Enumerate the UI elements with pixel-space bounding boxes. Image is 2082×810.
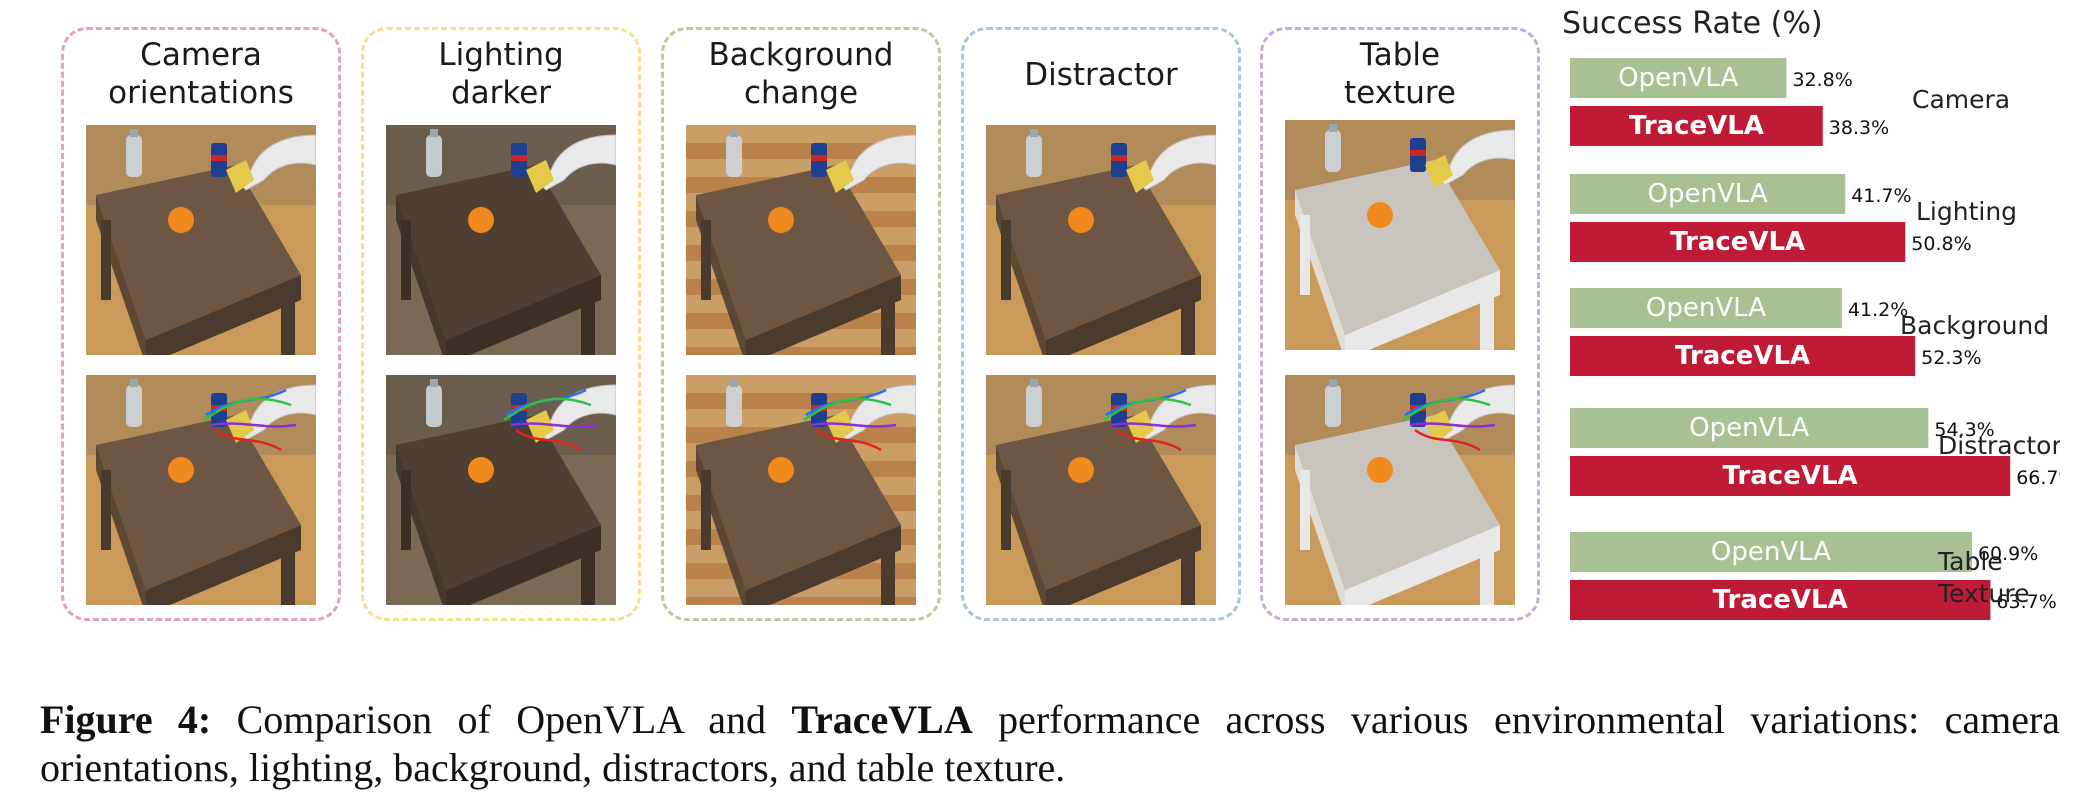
caption-bold-term: TraceVLA [791, 697, 973, 742]
panel-title-camera: Camera orientations [108, 37, 294, 111]
value-label-tracevla-0: 38.3% [1829, 117, 1889, 139]
bar-tracevla-4 [1570, 580, 1991, 620]
panel-title-table: Table texture [1344, 37, 1456, 111]
bar-label-openvla-4: OpenVLA [1711, 537, 1831, 567]
panel-title-background: Background change [708, 37, 894, 111]
figure-caption: Figure 4: Comparison of OpenVLA and Trac… [40, 696, 2060, 792]
bar-tracevla-0 [1570, 106, 1823, 146]
bar-label-tracevla-0: TraceVLA [1629, 111, 1764, 141]
bar-label-openvla-3: OpenVLA [1689, 413, 1809, 443]
value-label-openvla-3: 54.3% [1934, 419, 1994, 441]
value-label-openvla-0: 32.8% [1792, 69, 1852, 91]
chart-title: Success Rate (%) [1562, 6, 1823, 41]
bar-label-tracevla-2: TraceVLA [1675, 341, 1810, 371]
value-label-tracevla-3: 66.7% [2016, 467, 2060, 489]
bar-label-openvla-2: OpenVLA [1646, 293, 1766, 323]
caption-text-post: performance across various environmental… [40, 697, 2061, 790]
bar-tracevla-3 [1570, 456, 2011, 496]
value-label-openvla-1: 41.7% [1851, 185, 1911, 207]
caption-label: Figure 4: [40, 697, 212, 742]
scene-image-lighting-original [386, 125, 616, 355]
panel-camera: Camera orientations [61, 27, 341, 621]
bar-openvla-2 [1570, 288, 1842, 328]
panel-title-lighting: Lighting darker [438, 37, 564, 111]
bar-label-openvla-1: OpenVLA [1648, 179, 1768, 209]
bar-openvla-3 [1570, 408, 1929, 448]
value-label-openvla-2: 41.2% [1848, 299, 1908, 321]
bar-openvla-1 [1570, 174, 1846, 214]
panel-lighting: Lighting darker [361, 27, 641, 621]
bar-openvla-4 [1570, 532, 1972, 572]
success-rate-chart: OpenVLA 32.8% OpenVLA 41.7% OpenVLA 41.2% Open… [1570, 58, 2060, 620]
category-label-1: Lighting [1916, 197, 2017, 226]
bar-label-openvla-0: OpenVLA [1618, 63, 1738, 93]
scene-image-background-with-traces [686, 375, 916, 605]
bar-label-tracevla-4: TraceVLA [1713, 585, 1848, 615]
bar-openvla-0 [1570, 58, 1787, 98]
panel-background: Background change [661, 27, 941, 621]
bar-tracevla-1 [1570, 222, 1906, 262]
category-label-4-line-0: Table [1937, 547, 2003, 576]
panel-table: Table texture [1260, 27, 1540, 621]
scene-image-distractor-original [986, 125, 1216, 355]
value-label-tracevla-2: 52.3% [1921, 347, 1981, 369]
category-label-4-line-1: Texture [1937, 579, 2030, 608]
bar-label-tracevla-3: TraceVLA [1723, 461, 1858, 491]
value-label-openvla-4: 60.9% [1978, 543, 2038, 565]
bar-label-tracevla-1: TraceVLA [1670, 227, 1805, 257]
panel-distractor: Distractor [961, 27, 1241, 621]
panel-title-distractor: Distractor [1024, 57, 1178, 93]
scene-image-background-original [686, 125, 916, 355]
scene-image-camera-original [86, 125, 316, 355]
scene-image-lighting-with-traces [386, 375, 616, 605]
value-label-tracevla-1: 50.8% [1911, 233, 1971, 255]
scene-image-distractor-with-traces [986, 375, 1216, 605]
category-label-0: Camera [1912, 85, 2010, 114]
bar-tracevla-2 [1570, 336, 1916, 376]
category-label-3: Distractor [1938, 431, 2060, 460]
scene-image-camera-with-traces [86, 375, 316, 605]
value-label-tracevla-4: 63.7% [1996, 591, 2056, 613]
scene-image-table-with-traces [1285, 375, 1515, 605]
category-label-2: Background [1900, 311, 2049, 340]
caption-text-pre: Comparison of OpenVLA and [236, 697, 766, 742]
scene-image-table-original [1285, 120, 1515, 350]
